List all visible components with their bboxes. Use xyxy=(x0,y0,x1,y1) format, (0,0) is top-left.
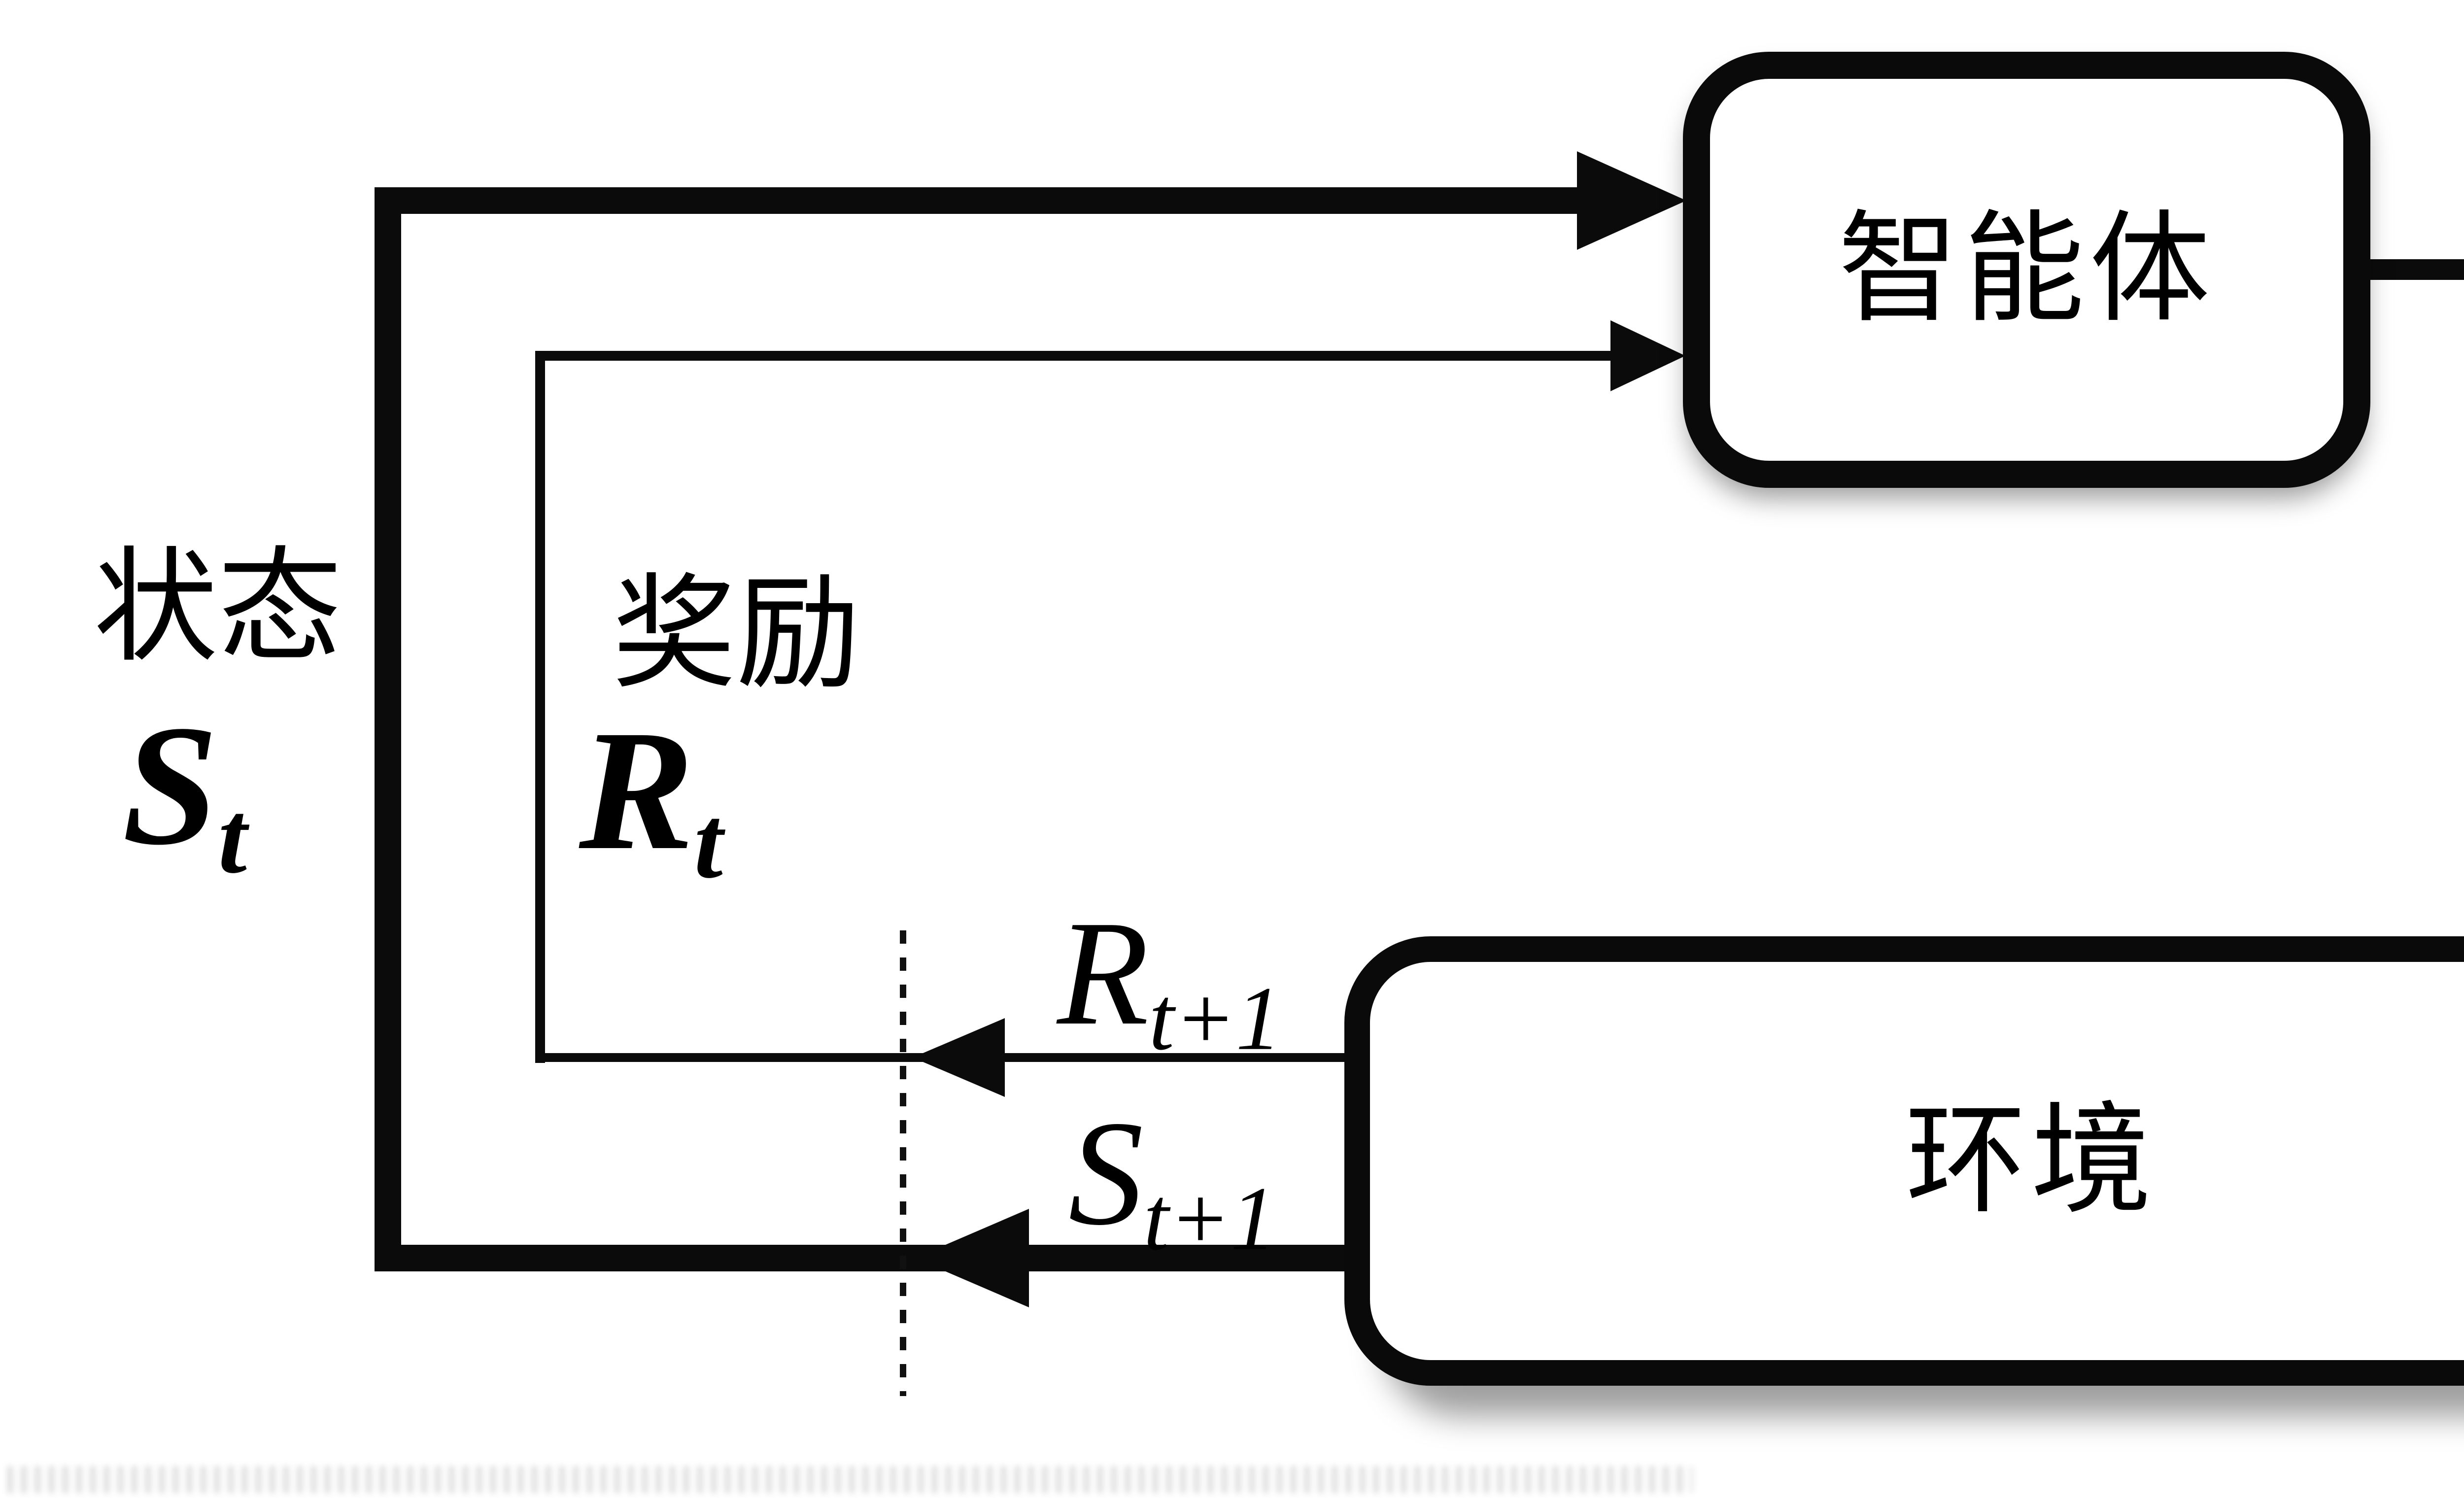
state-symbol-sub: t xyxy=(218,780,247,895)
next-reward-symbol: Rt+1 xyxy=(1057,898,1281,1064)
agent-box-label: 智能体 xyxy=(1838,203,2215,337)
reward-symbol-base: R xyxy=(579,694,694,886)
next-state-symbol-sub: t+1 xyxy=(1143,1168,1276,1269)
state-label: 状态 xyxy=(94,539,342,677)
state-symbol-base: S xyxy=(122,689,218,881)
time-boundary-dashed-line xyxy=(900,930,906,1396)
state-symbol: St xyxy=(122,699,247,889)
agent-box: 智能体 xyxy=(1683,52,2370,488)
next-reward-symbol-base: R xyxy=(1057,889,1149,1056)
next-reward-symbol-sub: t+1 xyxy=(1149,968,1282,1069)
action-loop-top-line xyxy=(2368,259,2464,280)
reward-arrowhead-icon xyxy=(1610,320,1685,391)
reward-loop-vertical-line xyxy=(535,351,545,1063)
next-state-symbol-base: S xyxy=(1068,1090,1144,1256)
reward-loop-top-line xyxy=(535,351,1611,361)
reward-label: 奖励 xyxy=(612,566,861,704)
state-arrowhead-icon xyxy=(1577,151,1686,250)
next-state-symbol: St+1 xyxy=(1068,1098,1276,1264)
caption-remnant-blur xyxy=(7,1466,1693,1493)
environment-box-label: 环境 xyxy=(1905,1094,2157,1228)
next-reward-arrowhead-icon xyxy=(913,1018,1005,1097)
environment-box: 环境 xyxy=(1344,936,2464,1386)
state-loop-vertical-line xyxy=(375,187,401,1271)
state-loop-top-line xyxy=(375,187,1582,214)
next-state-arrowhead-icon xyxy=(915,1209,1029,1307)
next-state-line xyxy=(375,1245,1350,1271)
reward-symbol-sub: t xyxy=(694,785,723,900)
reward-symbol: Rt xyxy=(579,704,723,894)
